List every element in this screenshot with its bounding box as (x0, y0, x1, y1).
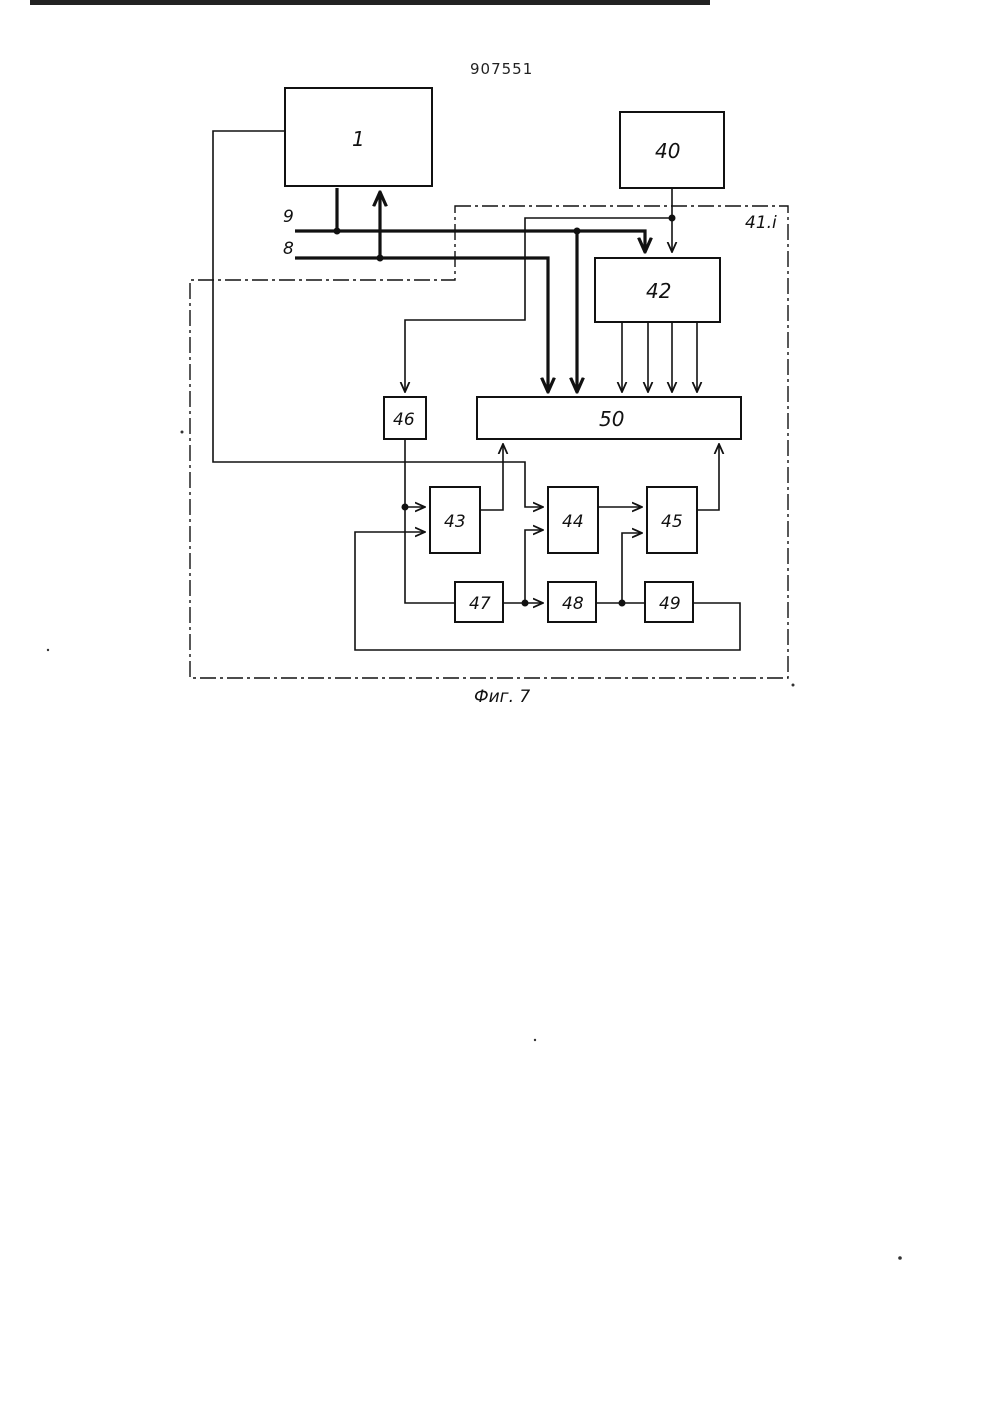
junction-bus9-50 (574, 228, 581, 235)
line-46-to-43 (405, 439, 425, 507)
block-45-label: 45 (661, 512, 683, 532)
block-40-label: 40 (655, 139, 680, 163)
line-48-to-45 (622, 533, 642, 603)
block-50-label: 50 (599, 407, 624, 431)
group-label: 41.i (745, 213, 777, 233)
figure-caption: Фиг. 7 (474, 687, 530, 707)
scan-speck (534, 1039, 536, 1041)
block-1-label: 1 (352, 127, 365, 151)
bus-9 (295, 231, 645, 252)
bus-9-label: 9 (283, 207, 294, 227)
junction-bus8-1 (377, 255, 384, 262)
line-47-to-44 (525, 530, 543, 603)
block-43-label: 43 (444, 512, 466, 532)
block-49-label: 49 (659, 594, 681, 614)
scan-speck (898, 1256, 902, 1260)
block-48-label: 48 (562, 594, 584, 614)
bus-8-label: 8 (283, 239, 294, 259)
block-42-label: 42 (646, 279, 671, 303)
bus-8 (295, 258, 548, 392)
block-47-label: 47 (469, 594, 491, 614)
scan-speck (47, 649, 49, 651)
block-46-label: 46 (393, 410, 415, 430)
scan-speck (181, 431, 184, 434)
line-45-to-50 (697, 444, 719, 510)
scan-speck (792, 684, 795, 687)
line-1-to-44 (213, 131, 543, 507)
block-44-label: 44 (562, 512, 584, 532)
line-43-to-50 (480, 444, 503, 510)
junction-bus9-1 (334, 228, 341, 235)
